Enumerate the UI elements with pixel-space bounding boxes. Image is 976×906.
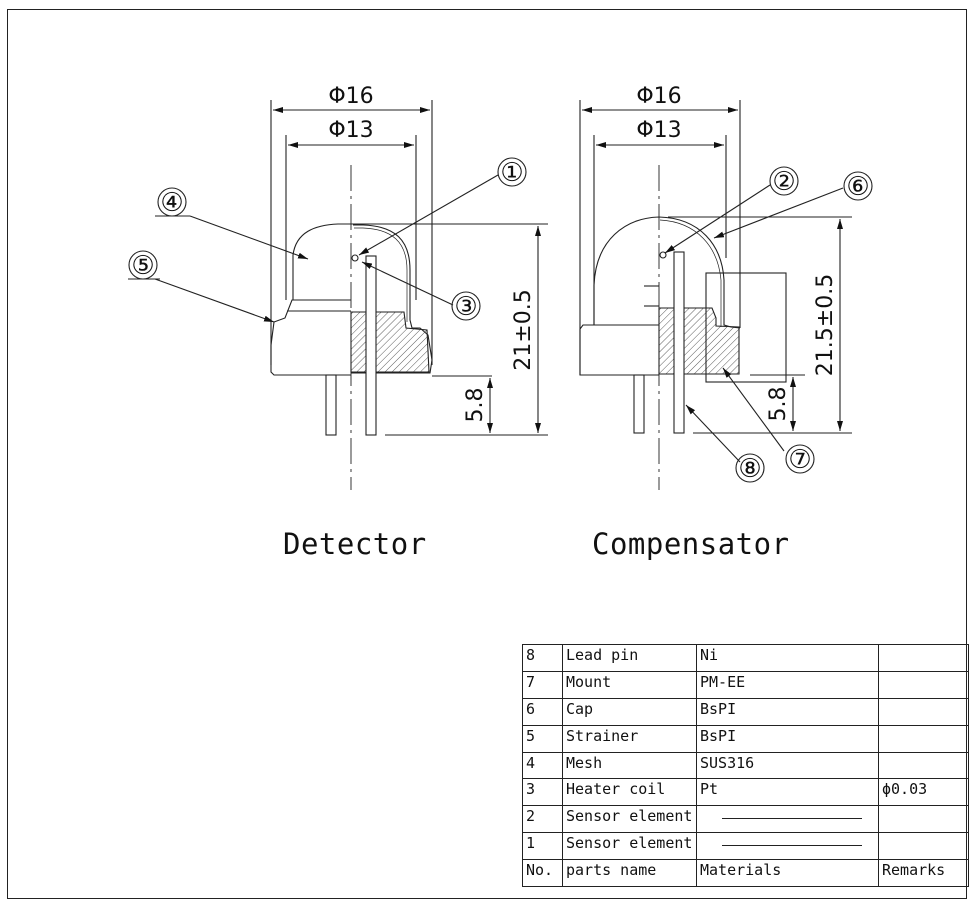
leader-5 bbox=[154, 278, 275, 323]
part-number: 5 bbox=[522, 724, 563, 753]
part-material: PM-EE bbox=[696, 670, 879, 699]
part-material bbox=[696, 805, 879, 834]
part-number: 1 bbox=[522, 832, 563, 861]
part-name: Heater coil bbox=[562, 778, 697, 807]
header-materials: Materials bbox=[696, 859, 879, 888]
part-material: Ni bbox=[696, 644, 879, 672]
detector-dim-outer: Φ16 bbox=[328, 84, 373, 109]
callout-7: ⑦ bbox=[788, 445, 811, 475]
callout-4: ④ bbox=[160, 188, 183, 218]
part-material bbox=[696, 832, 879, 861]
leader-8 bbox=[685, 404, 741, 463]
part-number: 6 bbox=[522, 697, 563, 726]
compensator-caption: Compensator bbox=[592, 527, 790, 561]
drawing-frame bbox=[7, 9, 967, 899]
leader-1 bbox=[358, 174, 499, 256]
part-name: Mesh bbox=[562, 751, 697, 780]
callout-labels: ① ③ ④ ⑤ ② ⑥ ⑦ ⑧ bbox=[131, 158, 869, 484]
part-number: 3 bbox=[522, 778, 563, 807]
detector-caption: Detector bbox=[283, 527, 427, 561]
parts-table-header: No. parts name Materials Remarks bbox=[522, 859, 969, 888]
part-name: Sensor element bbox=[562, 832, 697, 861]
detector-dim-height: 21±0.5 bbox=[511, 289, 536, 370]
header-no: No. bbox=[522, 859, 563, 888]
callout-8: ⑧ bbox=[738, 454, 761, 484]
part-name: Cap bbox=[562, 697, 697, 726]
part-number: 8 bbox=[522, 644, 563, 672]
part-name: Strainer bbox=[562, 724, 697, 753]
part-name: Sensor element bbox=[562, 805, 697, 834]
part-number: 7 bbox=[522, 670, 563, 699]
part-remarks bbox=[878, 724, 969, 753]
blank-dash-line bbox=[722, 818, 862, 820]
part-remarks bbox=[878, 832, 969, 861]
header-remarks: Remarks bbox=[878, 859, 969, 888]
dimension-labels: Φ16 Φ13 21±0.5 5.8 Φ16 Φ13 21.5±0.5 5.8 bbox=[328, 84, 838, 423]
part-name: Mount bbox=[562, 670, 697, 699]
part-material: BsPI bbox=[696, 697, 879, 726]
part-material: Pt bbox=[696, 778, 879, 807]
detector-dim-pin: 5.8 bbox=[463, 388, 488, 423]
compensator-dim-height: 21.5±0.5 bbox=[813, 274, 838, 376]
compensator-drawing bbox=[579, 100, 873, 490]
callout-2: ② bbox=[772, 167, 795, 197]
detector-drawing bbox=[128, 100, 548, 490]
leader-6 bbox=[713, 187, 844, 239]
part-number: 2 bbox=[522, 805, 563, 834]
part-material: SUS316 bbox=[696, 751, 879, 780]
callout-5: ⑤ bbox=[131, 251, 154, 281]
compensator-dim-outer: Φ16 bbox=[636, 84, 681, 109]
leader-2 bbox=[664, 184, 771, 254]
part-remarks bbox=[878, 751, 969, 780]
blank-dash-line bbox=[722, 845, 862, 847]
leader-7 bbox=[722, 367, 785, 452]
leader-3 bbox=[361, 261, 454, 306]
part-remarks: ϕ0.03 bbox=[878, 778, 969, 807]
part-material: BsPI bbox=[696, 724, 879, 753]
header-parts-name: parts name bbox=[562, 859, 697, 888]
callout-6: ⑥ bbox=[846, 172, 869, 202]
compensator-dim-inner: Φ13 bbox=[636, 118, 681, 143]
part-remarks bbox=[878, 697, 969, 726]
part-name: Lead pin bbox=[562, 644, 697, 672]
part-remarks bbox=[878, 805, 969, 834]
part-remarks bbox=[878, 670, 969, 699]
part-number: 4 bbox=[522, 751, 563, 780]
callout-3: ③ bbox=[454, 292, 477, 322]
leader-4 bbox=[189, 215, 309, 260]
part-remarks bbox=[878, 644, 969, 672]
detector-dim-inner: Φ13 bbox=[328, 118, 373, 143]
compensator-dim-pin: 5.8 bbox=[766, 387, 791, 422]
callout-1: ① bbox=[500, 158, 523, 188]
